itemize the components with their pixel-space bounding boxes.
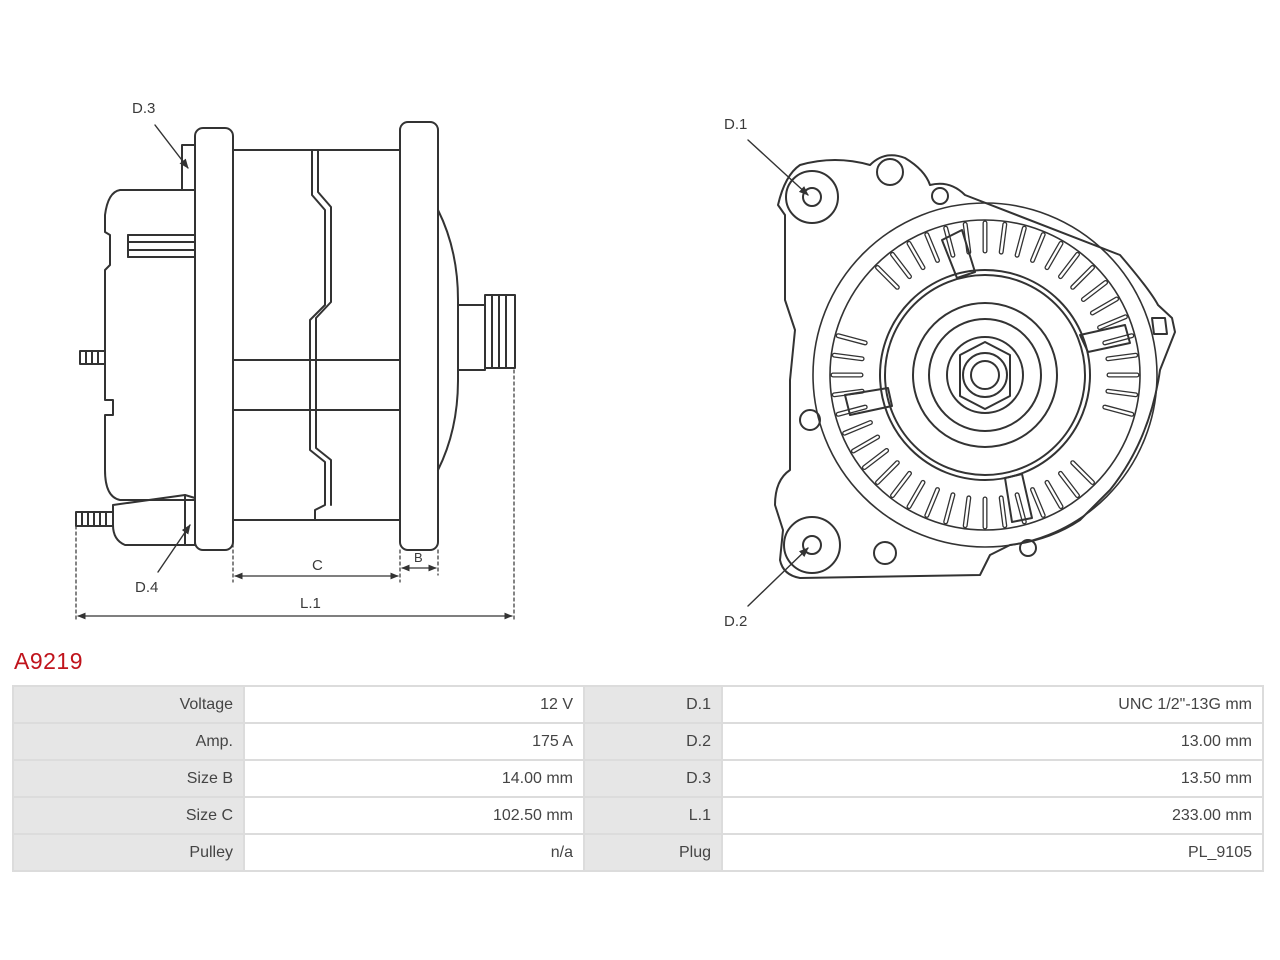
vent-slot-inner (833, 390, 864, 396)
vent-slot-inner (907, 481, 925, 508)
spec-value: 13.50 mm (723, 761, 1262, 796)
vent-slot-inner (1000, 496, 1006, 527)
vent-slot-inner (944, 226, 955, 257)
vent-slot-inner (1059, 472, 1079, 497)
vent-slot-inner (1031, 488, 1045, 517)
spec-key: Plug (585, 835, 721, 870)
vent-slots (830, 220, 1140, 530)
vent-slot-inner (925, 488, 939, 517)
vent-slot-inner (837, 334, 867, 345)
leader-d3 (154, 124, 189, 169)
vent-slot-inner (907, 242, 925, 269)
spec-key: Amp. (14, 724, 243, 759)
spec-value: 13.00 mm (723, 724, 1262, 759)
label-d3: D.3 (132, 100, 155, 117)
spec-key: Size C (14, 798, 243, 833)
label-c: C (312, 557, 323, 574)
spec-key: L.1 (585, 798, 721, 833)
vent-slot-inner (843, 421, 872, 435)
vent-slot-inner (891, 253, 911, 278)
vent-slot-inner (1071, 461, 1094, 484)
vent-slot-inner (852, 435, 879, 453)
spec-value: 12 V (245, 687, 583, 722)
spec-key: D.3 (585, 761, 721, 796)
vent-slot-inner (876, 461, 899, 484)
vent-slot-inner (1071, 266, 1094, 289)
vent-slot-inner (1015, 493, 1026, 523)
vent-slot-inner (925, 233, 939, 262)
spec-value: 233.00 mm (723, 798, 1262, 833)
vent-slot-inner (876, 266, 899, 289)
vent-slot-inner (1045, 481, 1063, 508)
vent-slot-inner (833, 354, 864, 360)
vent-slot-inner (837, 405, 867, 416)
leader-d1 (747, 139, 809, 196)
spec-key: D.1 (585, 687, 721, 722)
vent-slot-inner (1059, 253, 1079, 278)
leader-d4 (157, 524, 191, 573)
alternator-side-view (75, 121, 516, 551)
vent-slot-inner (891, 472, 911, 497)
vent-slot-inner (1103, 405, 1134, 416)
spec-value: n/a (245, 835, 583, 870)
spec-value: 175 A (245, 724, 583, 759)
vent-slot-inner (1106, 354, 1137, 360)
alternator-front-view (774, 154, 1176, 579)
vent-slot-inner (1045, 242, 1063, 269)
spec-key: Voltage (14, 687, 243, 722)
spec-value: 14.00 mm (245, 761, 583, 796)
technical-drawing: D.3 D.4 C B L.1 (75, 100, 1176, 630)
spec-value: 102.50 mm (245, 798, 583, 833)
vent-slot-inner (1091, 297, 1118, 315)
dimension-l1 (75, 369, 515, 623)
spec-value: PL_9105 (723, 835, 1262, 870)
part-number: A9219 (14, 648, 84, 674)
label-d4: D.4 (135, 579, 158, 596)
label-d2: D.2 (724, 613, 747, 630)
dimension-c (232, 519, 401, 583)
label-l1: L.1 (300, 595, 321, 612)
vent-slot-inner (1106, 390, 1137, 396)
label-d1: D.1 (724, 116, 747, 133)
vent-slot-inner (1098, 315, 1127, 329)
dimension-b (401, 549, 439, 576)
vent-slot-inner (1015, 226, 1026, 257)
vent-slot-inner (964, 496, 970, 527)
vent-slot-inner (1082, 281, 1107, 301)
spec-value: UNC 1/2"-13G mm (723, 687, 1262, 722)
vent-slot-inner (1031, 233, 1045, 262)
leader-d2 (747, 547, 809, 607)
label-b: B (414, 550, 423, 565)
vent-slot-inner (1000, 223, 1006, 254)
spec-key: D.2 (585, 724, 721, 759)
vent-slot-inner (944, 493, 955, 523)
vent-slot-inner (863, 449, 888, 469)
spec-key: Pulley (14, 835, 243, 870)
spec-key: Size B (14, 761, 243, 796)
